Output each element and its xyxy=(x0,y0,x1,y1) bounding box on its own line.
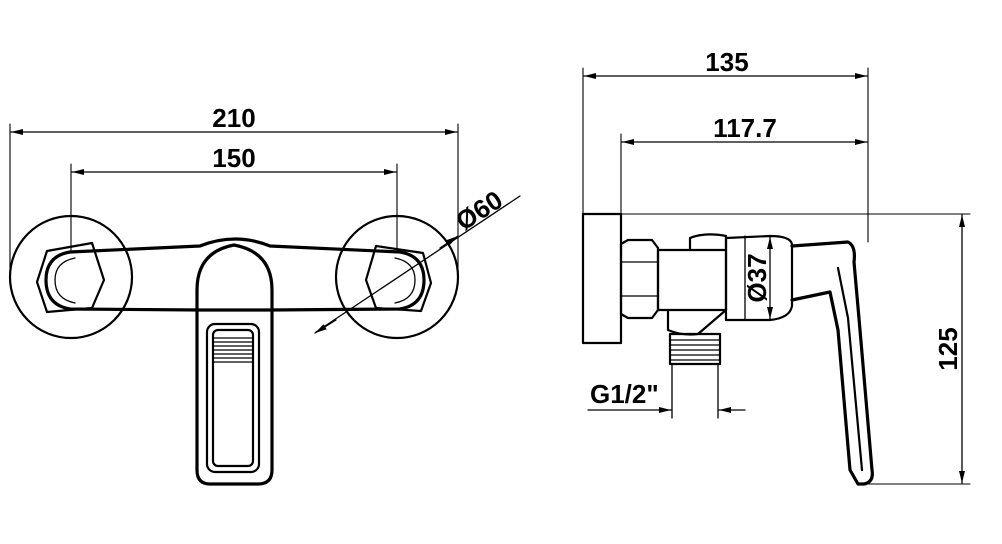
dim-overall-depth: 135 xyxy=(582,47,869,243)
dim-overall-height: 125 xyxy=(620,213,971,485)
lever-handle xyxy=(195,243,274,486)
side-lever xyxy=(790,240,874,486)
connector-body xyxy=(656,233,728,336)
dim-overall-width: 210 xyxy=(9,103,459,278)
mixer-body xyxy=(44,237,426,312)
thread-inlet xyxy=(668,332,722,419)
side-view: 135 117.7 Ø37 G1/2" 125 xyxy=(581,47,971,486)
side-flange xyxy=(581,212,623,345)
dim-centers: 150 xyxy=(70,143,398,251)
front-view: 210 150 Ø60 xyxy=(8,103,521,486)
dim-label-o37: Ø37 xyxy=(742,253,772,302)
cartridge-body xyxy=(724,234,794,322)
lever-grip-ridges xyxy=(213,337,253,363)
dim-depth-to-wall: 117.7 xyxy=(620,113,868,215)
dim-label-210: 210 xyxy=(212,103,255,133)
hex-nut xyxy=(619,238,660,320)
dim-label-g1-2: G1/2" xyxy=(590,379,659,409)
dim-label-117-7: 117.7 xyxy=(713,113,777,143)
dim-label-125: 125 xyxy=(933,327,963,370)
dim-label-o60: Ø60 xyxy=(450,184,508,236)
dim-thread: G1/2" xyxy=(587,379,746,413)
dim-label-135: 135 xyxy=(705,47,748,77)
dim-label-150: 150 xyxy=(212,143,255,173)
dim-body-diameter: Ø37 xyxy=(742,236,773,320)
